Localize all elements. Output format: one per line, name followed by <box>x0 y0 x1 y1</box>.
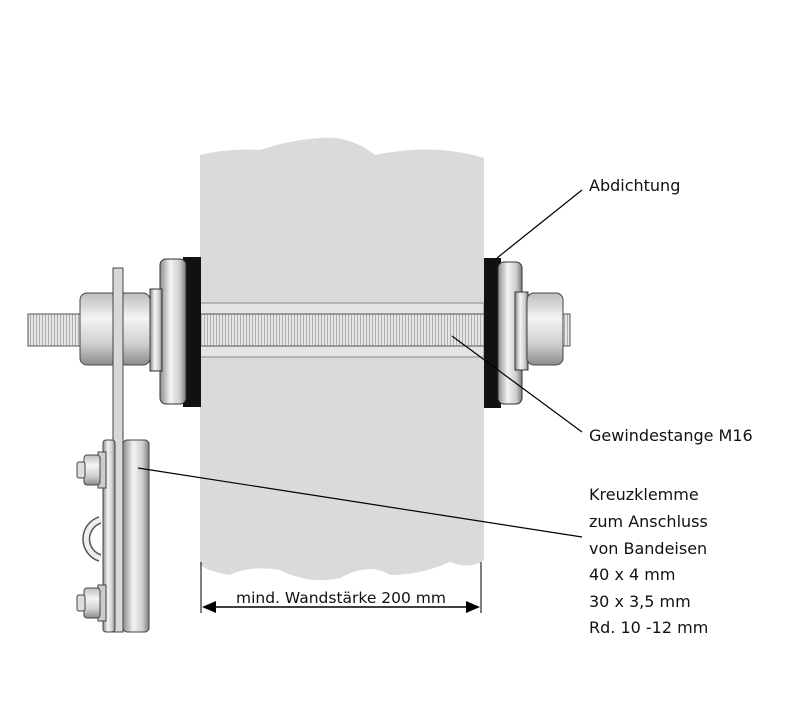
left-outer-nut <box>79 292 119 366</box>
label-threaded-rod: Gewindestange M16 <box>589 426 753 445</box>
cross-clamp-line: von Bandeisen <box>589 539 707 558</box>
right-gasket <box>484 258 501 408</box>
cross-clamp-line: Rd. 10 -12 mm <box>589 618 708 637</box>
leader-cross-clamp <box>137 467 583 538</box>
right-small-washer <box>514 291 529 371</box>
cross-clamp-line: zum Anschluss <box>589 512 708 531</box>
wall-thickness-label: mind. Wandstärke 200 mm <box>236 589 446 607</box>
left-small-washer <box>149 288 163 372</box>
label-cross-clamp: Kreuzklemme zum Anschluss von Bandeisen … <box>589 485 708 637</box>
cross-clamp-line: 40 x 4 mm <box>589 565 675 584</box>
cross-clamp-line: Kreuzklemme <box>589 485 699 504</box>
right-nut <box>526 292 564 366</box>
left-gasket <box>183 257 201 407</box>
leader-threaded-rod <box>451 335 583 433</box>
left-washer <box>159 258 187 405</box>
wall-thickness-dimension: mind. Wandstärke 200 mm <box>200 562 482 613</box>
leader-sealing <box>496 189 583 259</box>
label-sealing: Abdichtung <box>589 176 680 195</box>
cross-clamp <box>76 439 150 633</box>
wall <box>200 137 484 581</box>
cross-clamp-line: 30 x 3,5 mm <box>589 592 691 611</box>
